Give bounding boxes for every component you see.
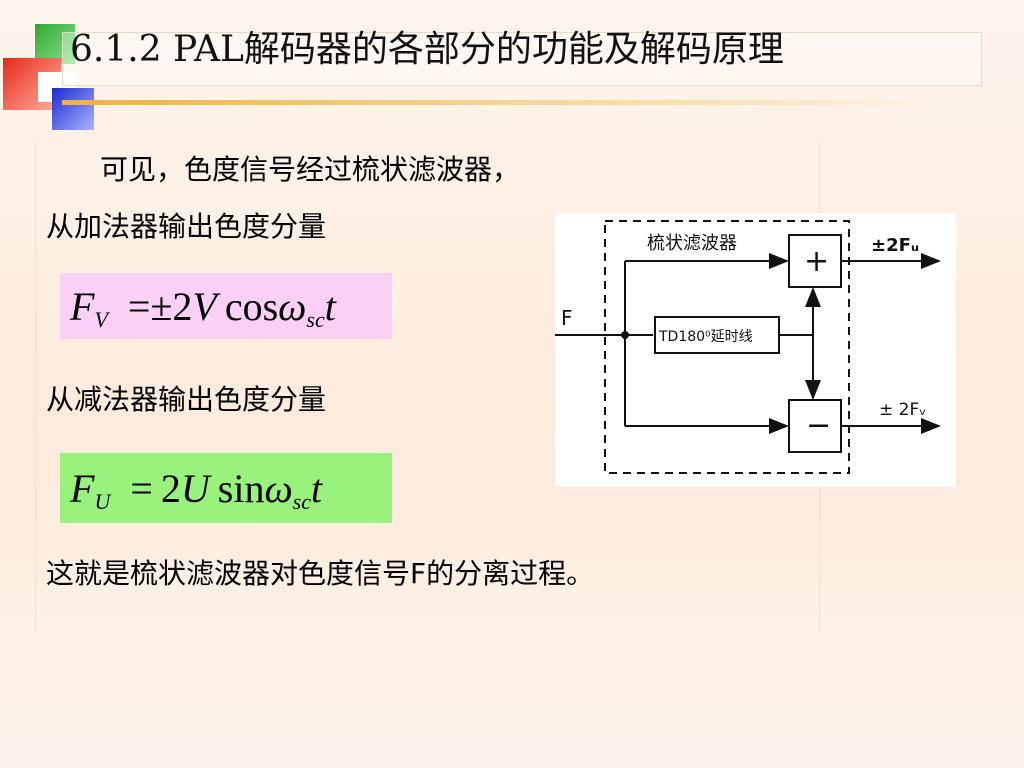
formula-fu: F U = 2 U sin ω sc t [60,453,392,523]
paragraph-2: 从加法器输出色度分量 [46,210,327,243]
comb-filter-diagram: 梳状滤波器 F TD180⁰延时线 + − ±2Fᵤ ± 2Fᵥ [555,213,956,487]
formula-fu-coef: 2 [160,465,181,511]
title-frame [62,32,982,86]
formula-fu-lhs: F [70,465,95,511]
paragraph-4: 这就是梳状滤波器对色度信号F的分离过程。 [46,557,595,590]
formula-fu-t: t [311,465,323,511]
formula-fv-t: t [324,283,336,329]
slide-title: 6.1.2 PAL解码器的各部分的功能及解码原理 [70,29,784,70]
formula-fu-func: sin [217,465,265,511]
formula-fv-lhs-sub: V [94,307,108,332]
paragraph-1: 可见，色度信号经过梳状滤波器， [100,153,521,186]
formula-fu-eq: = [130,465,153,511]
formula-fv-eq: = [127,283,151,329]
decor-square-blue [52,88,94,130]
decor-square-green [35,24,75,64]
formula-fu-sub: sc [292,489,312,514]
formula-fv-func: cos [224,283,279,329]
formula-fu-lhs-sub: U [94,489,111,514]
subtractor-symbol: − [806,408,831,443]
formula-fv-var: V [192,283,217,329]
delay-line-box [654,316,780,354]
formula-fv-coef: ±2 [150,283,193,329]
filter-dashed-box [604,220,850,474]
formula-fu-var: U [180,465,210,511]
formula-fv-omega: ω [278,283,307,329]
formula-fv-lhs: F [70,283,95,329]
subtractor-box [788,399,842,453]
title-underline [62,100,942,105]
filter-label: 梳状滤波器 [647,233,737,254]
output-top-label: ±2Fᵤ [871,235,919,256]
input-label: F [561,306,573,330]
formula-fu-omega: ω [264,465,293,511]
paragraph-3: 从减法器输出色度分量 [46,383,327,416]
formula-fv-sub: sc [306,307,325,332]
adder-symbol: + [804,244,829,279]
adder-box [788,234,842,288]
delay-line-label: TD180⁰延时线 [658,329,753,345]
output-bottom-label: ± 2Fᵥ [879,400,926,420]
formula-fv: F V = ±2 V cos ω sc t [60,273,392,339]
